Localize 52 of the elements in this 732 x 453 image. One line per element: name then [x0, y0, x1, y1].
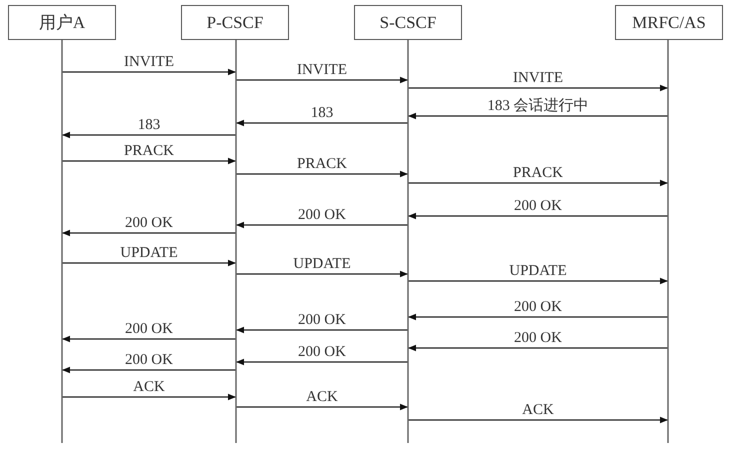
message-label: 200 OK [124, 352, 174, 368]
message-label: PRACK [512, 165, 564, 181]
message-arrow [236, 120, 408, 126]
message-label: 200 OK [124, 215, 174, 231]
message-label: 183 会话进行中 [486, 98, 590, 114]
message-label: UPDATE [508, 263, 568, 279]
message-label: 200 OK [297, 312, 347, 328]
message-arrow [408, 278, 668, 284]
message-label: 183 [136, 117, 162, 133]
message-arrow [408, 180, 668, 186]
message-arrow [62, 68, 236, 76]
message-arrow [62, 132, 236, 138]
participant-box: MRFC/AS [615, 5, 723, 40]
message-arrow [62, 260, 236, 266]
message-label: PRACK [122, 143, 176, 159]
message-label: 200 OK [297, 344, 347, 360]
message-arrow [62, 366, 236, 374]
message-label: 200 OK [513, 330, 563, 346]
participant-box: S-CSCF [354, 5, 462, 40]
message-arrow [236, 222, 408, 228]
message-arrow [408, 416, 668, 424]
message-arrow [236, 76, 408, 84]
message-arrow [408, 314, 668, 320]
message-label: 200 OK [124, 321, 174, 337]
message-label: 183 [310, 105, 334, 121]
message-label: ACK [521, 402, 555, 418]
message-label: ACK [132, 379, 166, 395]
message-arrow [408, 112, 668, 120]
message-arrow [62, 158, 236, 164]
message-arrow [236, 326, 408, 334]
message-arrow [62, 230, 236, 236]
message-label: 200 OK [513, 299, 563, 315]
message-label: 200 OK [297, 207, 347, 223]
message-arrow [236, 270, 408, 278]
message-arrow [408, 344, 668, 352]
message-arrow [62, 336, 236, 342]
message-label: UPDATE [119, 245, 179, 261]
message-arrow [236, 358, 408, 366]
message-label: INVITE [296, 62, 348, 78]
message-label: PRACK [296, 156, 348, 172]
message-arrow [236, 170, 408, 178]
message-label: ACK [305, 389, 339, 405]
participant-box: 用户A [8, 5, 116, 40]
message-arrow [236, 404, 408, 410]
message-label: INVITE [512, 70, 564, 86]
message-label: INVITE [123, 54, 175, 70]
message-label: UPDATE [292, 256, 352, 272]
message-arrow [408, 212, 668, 220]
message-arrow [408, 84, 668, 92]
message-arrow [62, 394, 236, 400]
participant-box: P-CSCF [181, 5, 289, 40]
message-label: 200 OK [513, 198, 563, 214]
